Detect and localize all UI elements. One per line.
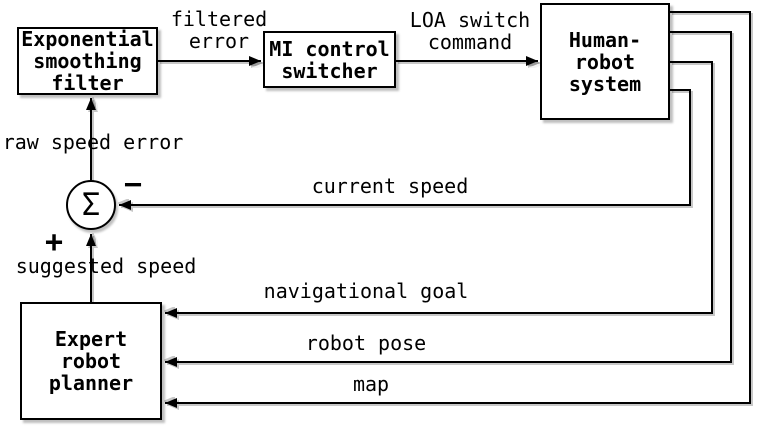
block-exponential-smoothing-filter: Exponential smoothing filter	[17, 27, 158, 95]
block-mi-control-switcher: MI control switcher	[263, 31, 396, 88]
edge-label-loa-switch-command: LOA switch command	[409, 8, 531, 54]
block-expert-robot-planner-label: Expert robot planner	[48, 327, 134, 395]
edge-label-robot-pose: robot pose	[305, 331, 427, 355]
edge-label-navigational-goal: navigational goal	[263, 279, 469, 303]
edge-current-speed-line	[119, 89, 691, 210]
minus-sign: −	[123, 167, 143, 202]
block-human-robot-system: Human- robot system	[540, 3, 670, 120]
sum-junction: Σ	[66, 180, 116, 230]
block-expert-robot-planner: Expert robot planner	[20, 302, 162, 420]
edge-robot-pose-line	[165, 31, 732, 367]
edge-label-filtered-error: filtered error	[170, 7, 268, 53]
block-exponential-smoothing-filter-label: Exponential smoothing filter	[21, 27, 154, 95]
block-human-robot-system-label: Human- robot system	[568, 27, 642, 96]
edge-label-raw-speed-error: raw speed error	[2, 130, 184, 154]
edge-navigational-goal-line	[165, 61, 713, 318]
plus-sign: +	[44, 225, 64, 260]
edge-map-line	[165, 11, 751, 408]
block-mi-control-switcher-label: MI control switcher	[269, 36, 390, 83]
sigma-symbol: Σ	[81, 186, 101, 223]
edge-label-current-speed: current speed	[311, 174, 469, 198]
edge-label-suggested-speed: suggested speed	[15, 254, 197, 278]
edge-label-map: map	[352, 372, 390, 396]
